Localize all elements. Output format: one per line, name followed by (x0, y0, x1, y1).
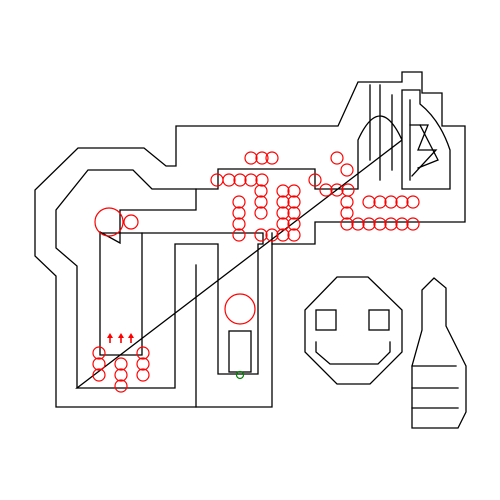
coin-icon[interactable] (114, 368, 128, 382)
coin-icon[interactable] (265, 151, 279, 165)
coin-icon[interactable] (406, 195, 420, 209)
coin-icon[interactable] (254, 206, 268, 220)
coin-icon[interactable] (330, 183, 344, 197)
inner-track-wall-left (55, 169, 197, 389)
maze-arrow (417, 124, 439, 169)
coin-icon[interactable] (287, 217, 301, 231)
coin-icon[interactable] (287, 206, 301, 220)
tower-obstacle (411, 277, 467, 429)
coin-icon[interactable] (373, 195, 387, 209)
octagon-mouth (315, 341, 391, 365)
octagon-obstacle (304, 276, 403, 385)
coin-icon[interactable] (362, 195, 376, 209)
coin-icon[interactable] (340, 217, 354, 231)
coin-icon[interactable] (276, 217, 290, 231)
start-lane-wall (99, 232, 143, 356)
coin-icon[interactable] (287, 228, 301, 242)
coin-icon[interactable] (233, 173, 247, 187)
coin-icon[interactable] (123, 214, 139, 230)
coin-icon[interactable] (330, 151, 344, 165)
coin-icon[interactable] (254, 228, 268, 242)
coin-icon[interactable] (373, 217, 387, 231)
coin-icon[interactable] (276, 206, 290, 220)
up-arrow-icon (128, 333, 134, 343)
coin-icon[interactable] (232, 206, 246, 220)
up-arrow-icon (107, 333, 113, 343)
coin-icon[interactable] (276, 228, 290, 242)
coin-icon[interactable] (384, 217, 398, 231)
coin-icon[interactable] (255, 173, 269, 187)
goal-marker-icon[interactable] (235, 370, 245, 380)
coin-icon[interactable] (136, 357, 150, 371)
coin-icon[interactable] (265, 228, 279, 242)
coin-icon[interactable] (362, 217, 376, 231)
coin-icon[interactable] (232, 217, 246, 231)
coin-icon[interactable] (232, 195, 246, 209)
coin-icon[interactable] (114, 379, 128, 393)
outer-track-wall (34, 71, 466, 408)
track-walls (34, 71, 467, 429)
coin-icon[interactable] (340, 163, 354, 177)
coin-icon[interactable] (340, 206, 354, 220)
coin-icon[interactable] (319, 183, 333, 197)
octagon-eye-right (368, 309, 390, 331)
coin-icon[interactable] (395, 217, 409, 231)
coin-icon[interactable] (92, 357, 106, 371)
up-arrow-icon (118, 333, 124, 343)
coin-icon[interactable] (232, 228, 246, 242)
coin-group (92, 151, 420, 393)
coin-icon[interactable] (351, 217, 365, 231)
coin-icon[interactable] (276, 184, 290, 198)
start-arrows (107, 333, 134, 343)
coin-icon[interactable] (395, 195, 409, 209)
coin-icon[interactable] (222, 173, 236, 187)
coin-icon[interactable] (114, 357, 128, 371)
coin-icon[interactable] (276, 195, 290, 209)
coin-icon[interactable] (384, 195, 398, 209)
coin-icon[interactable] (287, 195, 301, 209)
coin-icon[interactable] (406, 217, 420, 231)
octagon-eye-left (315, 309, 337, 331)
coin-icon[interactable] (244, 173, 258, 187)
coin-icon[interactable] (340, 195, 354, 209)
maze-arrow (409, 124, 438, 177)
inner-track-wall (75, 89, 451, 389)
coin-icon[interactable] (136, 368, 150, 382)
coin-icon[interactable] (92, 368, 106, 382)
coin-icon[interactable] (92, 346, 106, 360)
coin-icon[interactable] (255, 151, 269, 165)
coin-icon[interactable] (254, 195, 268, 209)
coin-icon[interactable] (136, 346, 150, 360)
coin-icon[interactable] (94, 207, 124, 237)
coin-icon[interactable] (244, 151, 258, 165)
coin-icon[interactable] (287, 184, 301, 198)
coin-icon[interactable] (224, 293, 256, 325)
coin-icon[interactable] (254, 184, 268, 198)
coin-icon[interactable] (308, 173, 322, 187)
